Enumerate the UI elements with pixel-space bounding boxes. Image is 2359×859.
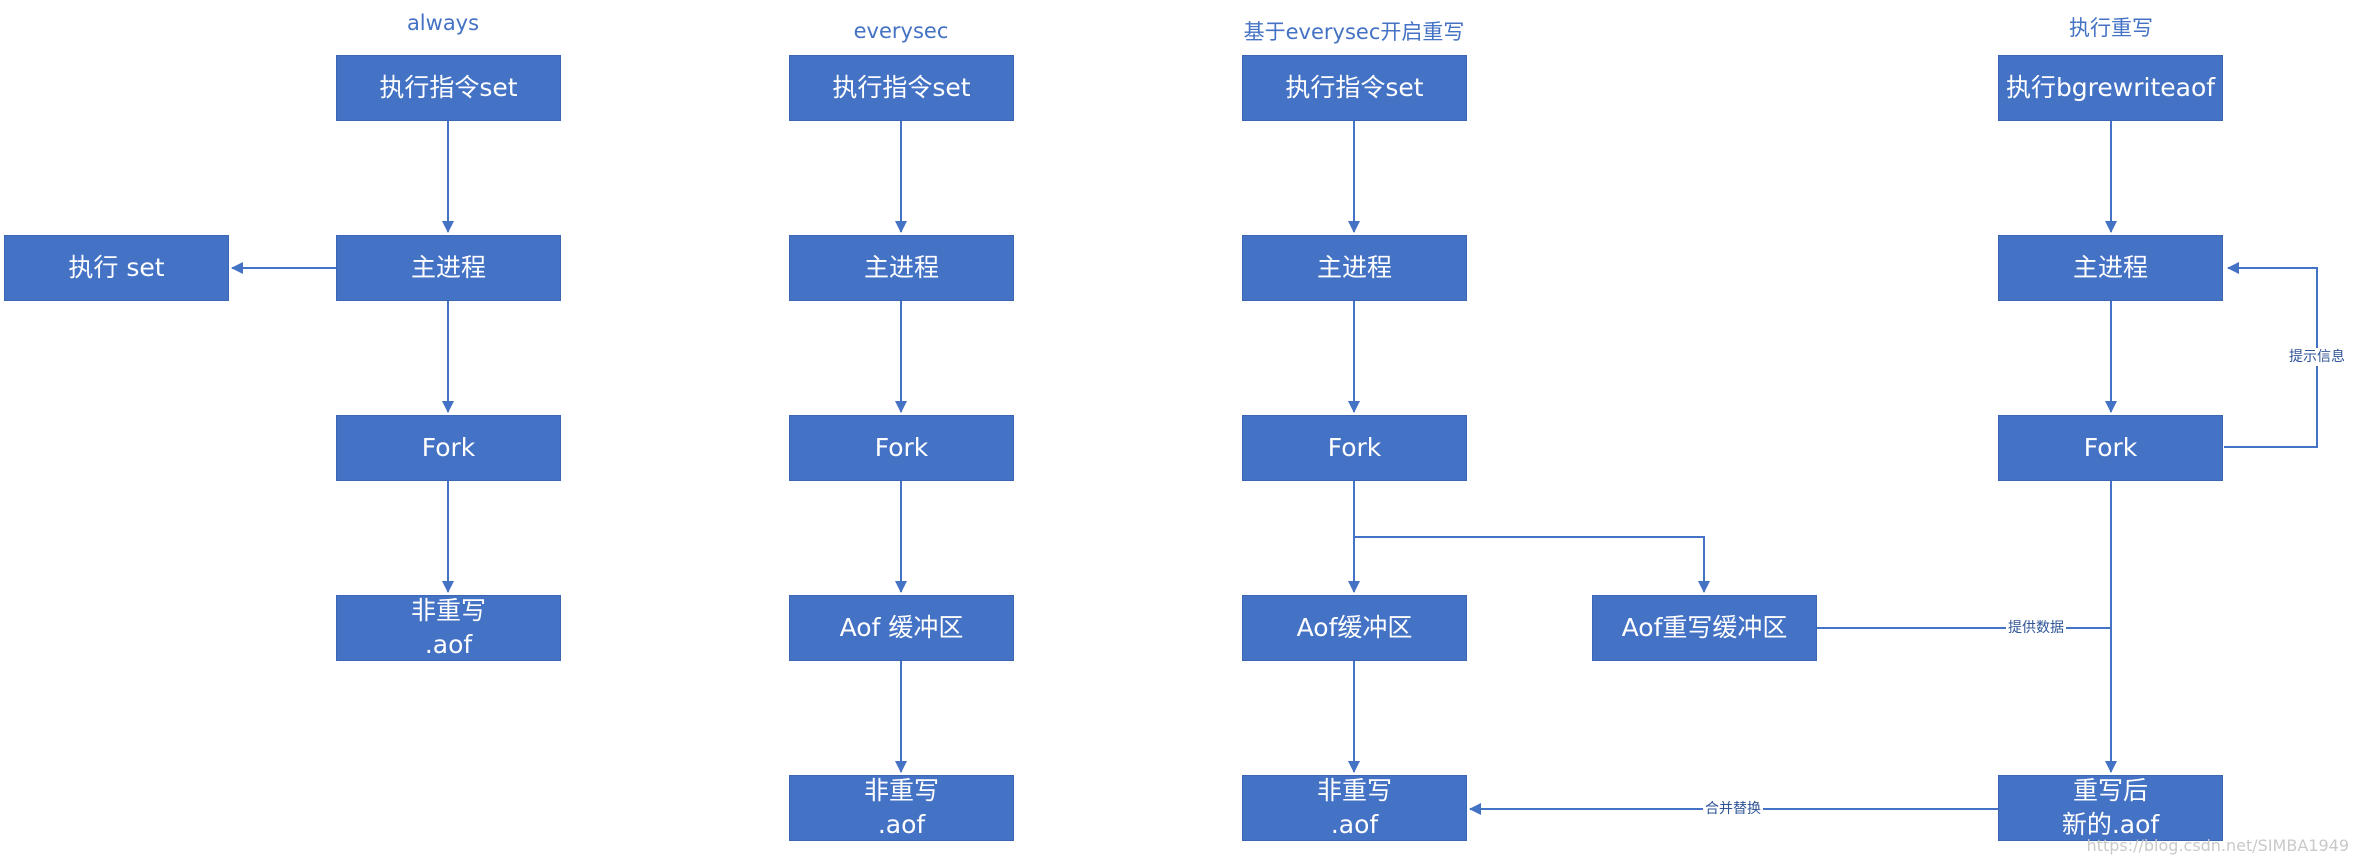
everysec-set-command-label: 执行指令set [832, 73, 971, 102]
rewrite-on-fork-label: Fork [1327, 433, 1382, 462]
everysec-aof-file-box: 非重写 .aof [789, 775, 1014, 841]
provide-data-edge-label: 提供数据 [2006, 619, 2066, 637]
everysec-fork-box: Fork [789, 415, 1014, 481]
rewrite-on-aof-file-box: 非重写 .aof [1242, 775, 1467, 841]
do-rewrite-command-label: 执行bgrewriteaof [2005, 73, 2216, 102]
do-rewrite-new-aof-box: 重写后 新的.aof [1998, 775, 2223, 841]
rewrite-on-aof-buffer-label: Aof缓冲区 [1296, 613, 1413, 642]
always-aof-file-box: 非重写 .aof [336, 595, 561, 661]
rewrite-on-rewrite-buffer-label: Aof重写缓冲区 [1621, 613, 1788, 642]
everysec-aof-line2: .aof [877, 810, 926, 839]
everysec-fork-label: Fork [874, 433, 929, 462]
always-main-process-box: 主进程 [336, 235, 561, 301]
always-exec-set-box: 执行 set [4, 235, 229, 301]
everysec-main-process-label: 主进程 [863, 253, 939, 282]
everysec-set-command-box: 执行指令set [789, 55, 1014, 121]
rewrite-on-set-command-box: 执行指令set [1242, 55, 1467, 121]
everysec-aof-buffer-box: Aof 缓冲区 [789, 595, 1014, 661]
always-fork-box: Fork [336, 415, 561, 481]
do-rewrite-main-process-box: 主进程 [1998, 235, 2223, 301]
column-title-rewrite-on: 基于everysec开启重写 [1243, 20, 1465, 44]
always-set-command-box: 执行指令set [336, 55, 561, 121]
do-rewrite-fork-box: Fork [1998, 415, 2223, 481]
do-rewrite-new-aof-line2: 新的.aof [2061, 810, 2160, 839]
notify-edge-label: 提示信息 [2287, 348, 2347, 366]
everysec-main-process-box: 主进程 [789, 235, 1014, 301]
do-rewrite-main-process-label: 主进程 [2072, 253, 2148, 282]
do-rewrite-new-aof-line1: 重写后 [2072, 776, 2148, 805]
merge-replace-edge-label: 合并替换 [1703, 800, 1763, 818]
rewrite-on-aof-line2: .aof [1330, 810, 1379, 839]
rewrite-on-main-process-box: 主进程 [1242, 235, 1467, 301]
everysec-aof-buffer-label: Aof 缓冲区 [839, 613, 964, 642]
everysec-aof-line1: 非重写 [863, 776, 939, 805]
rewrite-on-aof-line1: 非重写 [1316, 776, 1392, 805]
always-aof-line1: 非重写 [410, 596, 486, 625]
always-set-command-label: 执行指令set [379, 73, 518, 102]
column-title-do-rewrite: 执行重写 [2069, 16, 2153, 40]
rewrite-on-fork-box: Fork [1242, 415, 1467, 481]
always-aof-line2: .aof [424, 630, 473, 659]
edge-rw-fork-to-rewrite-buffer [1354, 536, 1710, 593]
rewrite-on-rewrite-buffer-box: Aof重写缓冲区 [1592, 595, 1817, 661]
rewrite-on-set-command-label: 执行指令set [1285, 73, 1424, 102]
do-rewrite-fork-label: Fork [2083, 433, 2138, 462]
always-exec-set-label: 执行 set [68, 253, 165, 282]
rewrite-on-main-process-label: 主进程 [1316, 253, 1392, 282]
do-rewrite-command-box: 执行bgrewriteaof [1998, 55, 2223, 121]
always-main-process-label: 主进程 [410, 253, 486, 282]
column-title-always: always [406, 11, 480, 35]
rewrite-on-aof-buffer-box: Aof缓冲区 [1242, 595, 1467, 661]
column-title-everysec: everysec [853, 19, 949, 43]
always-fork-label: Fork [421, 433, 476, 462]
watermark-text: https://blog.csdn.net/SIMBA1949 [2086, 836, 2349, 855]
